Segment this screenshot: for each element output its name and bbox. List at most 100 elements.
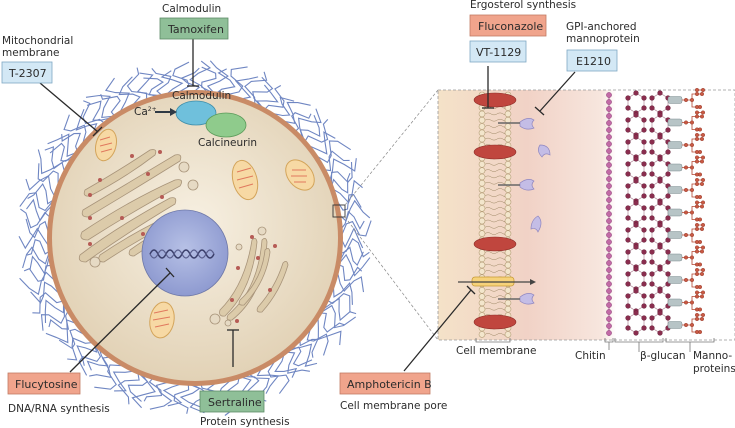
mannan-fibril — [100, 94, 121, 117]
target-gpi-2: mannoprotein — [566, 33, 640, 45]
mannan-fibril — [47, 133, 77, 158]
svg-text:Sertraline: Sertraline — [208, 396, 262, 409]
mannan-fibril — [255, 84, 279, 110]
mannose-unit — [690, 142, 695, 147]
mannose-unit — [684, 142, 689, 147]
mannose-unit — [695, 181, 700, 186]
mannose-unit — [684, 210, 689, 215]
chitin-unit — [606, 295, 612, 301]
lipid-head — [504, 135, 512, 143]
mannan-fibril — [282, 101, 311, 124]
glucan-unit — [641, 325, 647, 331]
chitin-unit — [606, 211, 612, 217]
glucan-unit — [633, 266, 639, 272]
mannan-fibril — [37, 163, 59, 188]
mannan-fibril — [143, 77, 164, 97]
mannose-unit — [700, 317, 705, 322]
mannose-unit — [684, 278, 689, 283]
glucan-unit — [649, 161, 655, 167]
glucan-unit — [649, 139, 655, 145]
chitin-unit — [606, 176, 612, 182]
mannose-unit — [695, 313, 700, 318]
mannan-fibril — [307, 131, 336, 155]
glucan-unit — [633, 112, 639, 118]
lipid-head — [478, 167, 486, 174]
mannose-unit — [695, 294, 700, 299]
cell-wall-inset — [437, 87, 735, 341]
chitin-unit — [606, 120, 612, 126]
mannan-fibril — [215, 68, 236, 94]
mannoproteins-label-2: proteins — [693, 363, 735, 375]
mannan-fibril — [104, 77, 130, 114]
mannose-unit — [701, 132, 706, 137]
svg-text:VT-1129: VT-1129 — [476, 46, 521, 59]
lipid-head — [478, 224, 486, 231]
chitin-unit — [606, 239, 612, 245]
glucan-unit — [657, 288, 663, 294]
glucan-unit — [649, 249, 655, 255]
glucan-unit — [641, 117, 647, 123]
glucan-unit — [649, 227, 655, 233]
endoplasmic-reticulum-lower — [219, 238, 289, 321]
mannose-unit — [698, 239, 703, 244]
mannan-fibril — [40, 302, 65, 331]
mannan-fibril — [94, 364, 125, 390]
glucan-unit — [649, 293, 655, 299]
inhibition-lines — [39, 39, 576, 373]
mannan-fibril — [143, 377, 163, 402]
mannose-unit — [690, 278, 695, 283]
glucan-unit — [625, 149, 631, 155]
chitin-unit — [606, 288, 612, 294]
mannose-unit — [701, 155, 706, 160]
target-dna-rna: DNA/RNA synthesis — [8, 403, 110, 415]
mannose-unit — [701, 313, 706, 318]
mannose-unit — [695, 155, 700, 160]
drug-box-amphotericin-b[interactable]: Amphotericin B — [339, 372, 432, 395]
mannoprotein-core — [667, 186, 683, 194]
target-mitochondrial-1: Mitochondrial — [2, 35, 73, 47]
lipid-head — [478, 305, 486, 313]
glucan-unit — [641, 293, 647, 299]
mannose-unit — [698, 172, 703, 177]
chitin-unit — [606, 274, 612, 280]
mannan-fibril — [162, 382, 183, 407]
zoom-region-marker — [332, 204, 346, 218]
mannoproteins-label-1: Manno- — [693, 350, 732, 362]
nucleus — [141, 209, 229, 297]
chitin-label: Chitin — [575, 350, 606, 362]
glucan-unit — [649, 205, 655, 211]
mannose-unit — [690, 120, 695, 125]
mannose-unit — [695, 200, 700, 205]
drug-box-sertraline[interactable]: Sertraline — [199, 390, 265, 413]
ergosterol-molecules — [473, 92, 517, 330]
drug-box-tamoxifen[interactable]: Tamoxifen — [159, 17, 229, 40]
mannose-unit — [701, 268, 706, 273]
chitin-unit — [606, 225, 612, 231]
calcineurin-label: Calcineurin — [198, 137, 257, 149]
mannan-fibril — [234, 76, 259, 100]
glucan-unit — [665, 315, 671, 321]
mannan-fibril — [127, 371, 149, 402]
target-ergosterol: Ergosterol synthesis — [470, 0, 576, 11]
lipid-head — [478, 116, 486, 124]
glucan-unit — [625, 105, 631, 111]
lipid-head — [504, 230, 512, 237]
mannan-fibril — [323, 150, 350, 172]
drug-box-fluconazole[interactable]: Fluconazole — [469, 14, 547, 37]
glucan-unit — [625, 303, 631, 309]
chitin-unit — [606, 183, 612, 189]
mannoprotein-core — [667, 141, 683, 149]
mannose-unit — [695, 268, 700, 273]
mannose-unit — [695, 245, 700, 250]
drug-box-vt1129[interactable]: VT-1129 — [469, 40, 527, 63]
chitin-unit — [606, 99, 612, 105]
calmodulin-protein — [175, 100, 217, 126]
mannoprotein-core — [667, 96, 683, 104]
lipid-head — [478, 293, 486, 300]
mannose-unit — [701, 87, 706, 92]
drug-box-e1210[interactable]: E1210 — [566, 49, 618, 72]
drug-box-flucytosine[interactable]: Flucytosine — [7, 372, 81, 395]
lipid-head — [504, 224, 512, 231]
target-calmodulin: Calmodulin — [162, 3, 221, 15]
drug-box-t2307[interactable]: T-2307 — [1, 61, 53, 84]
